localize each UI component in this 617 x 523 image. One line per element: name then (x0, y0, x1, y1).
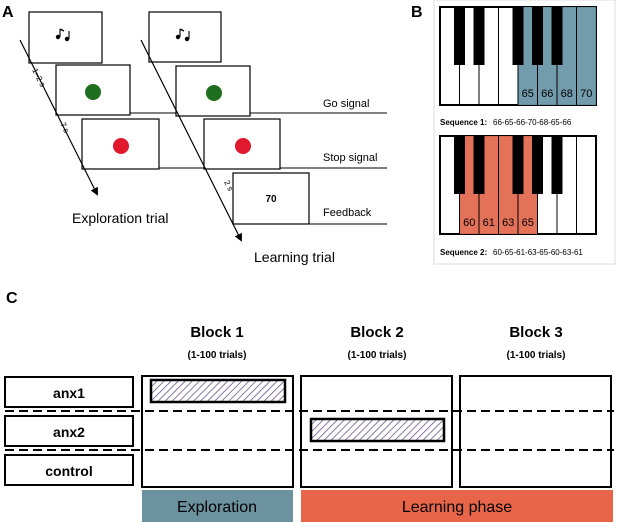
panel-a-letter: A (2, 4, 14, 21)
block-2-title: Block 2 (350, 324, 403, 341)
stop-signal-dot (235, 138, 251, 154)
key-label: 66 (541, 88, 553, 100)
black-key (532, 7, 543, 65)
panel-c-letter: C (6, 290, 18, 307)
exploration-phase-label: Exploration (177, 499, 257, 516)
learning-cue-screen (148, 11, 222, 63)
panel-a: A 1–2 s 7 s Exploration trial 70 2 s Lea… (2, 4, 387, 265)
learning-phase-label: Learning phase (402, 499, 512, 516)
key-label: 63 (502, 217, 514, 229)
exploration-timeline-arrow (19, 39, 98, 196)
group-control-label: control (45, 463, 92, 479)
block-2-trials: (1-100 trials) (348, 350, 407, 361)
group-anx1-box (4, 376, 134, 408)
key-label: 68 (561, 88, 573, 100)
black-key (551, 136, 563, 194)
black-key (551, 7, 563, 65)
block-1-title: Block 1 (190, 324, 243, 341)
keyboard-sequence-2: 60 61 63 65 (439, 135, 597, 235)
sequence-2-label: Sequence 2: (440, 248, 487, 257)
anx1-block-1-hatched-bar (149, 378, 287, 404)
exploration-trial-label: Exploration trial (72, 210, 169, 226)
key-label: 70 (580, 88, 592, 100)
panel-b-letter: B (411, 4, 423, 21)
black-key (512, 136, 524, 194)
block-3-trials: (1-100 trials) (507, 350, 566, 361)
learning-timing-3: 2 s (222, 179, 235, 193)
sequence-1-label: Sequence 1: (440, 118, 487, 127)
learning-trial-label: Learning trial (254, 249, 335, 265)
feedback-label: Feedback (323, 207, 372, 219)
key-label: 61 (483, 217, 495, 229)
exploration-phase-bar (142, 490, 293, 522)
key-label: 65 (522, 217, 534, 229)
panel-b: B 65 66 68 70 Sequence 1: 66-65-66-70-68-65… (411, 0, 616, 265)
group-anx2-label: anx2 (53, 424, 85, 440)
exploration-timing-2: 7 s (58, 121, 71, 135)
go-signal-dot (206, 85, 222, 101)
sequence-1-notes: 66-65-66-70-68-65-66 (493, 118, 572, 127)
black-key (532, 136, 543, 194)
panel-c: C Block 1 (1-100 trials) Block 2 (1-100 … (4, 290, 614, 522)
feedback-screen (232, 172, 310, 225)
black-key (473, 136, 485, 194)
stop-signal-label: Stop signal (323, 152, 377, 164)
black-key (454, 7, 465, 65)
group-anx1-label: anx1 (53, 385, 85, 401)
black-key (473, 7, 485, 65)
feedback-value: 70 (265, 194, 277, 205)
key-label: 60 (463, 217, 475, 229)
group-anx2-box (4, 415, 134, 447)
sequence-2-notes: 60-65-61-63-65-60-63-61 (493, 248, 583, 257)
go-signal-label: Go signal (323, 98, 369, 110)
block-3-box (459, 375, 612, 488)
group-control-box (4, 454, 134, 486)
black-key (512, 7, 524, 65)
key-label: 65 (522, 88, 534, 100)
stop-signal-dot (113, 138, 129, 154)
learning-timeline-arrow (140, 39, 242, 242)
block-1-trials: (1-100 trials) (188, 350, 247, 361)
block-3-title: Block 3 (509, 324, 562, 341)
go-signal-dot (85, 84, 101, 100)
learning-phase-bar (301, 490, 613, 522)
black-key (454, 136, 465, 194)
anx2-block-2-hatched-bar (309, 417, 446, 443)
keyboard-sequence-1: 65 66 68 70 (439, 6, 597, 106)
exploration-timing-1: 1–2 s (30, 67, 47, 89)
